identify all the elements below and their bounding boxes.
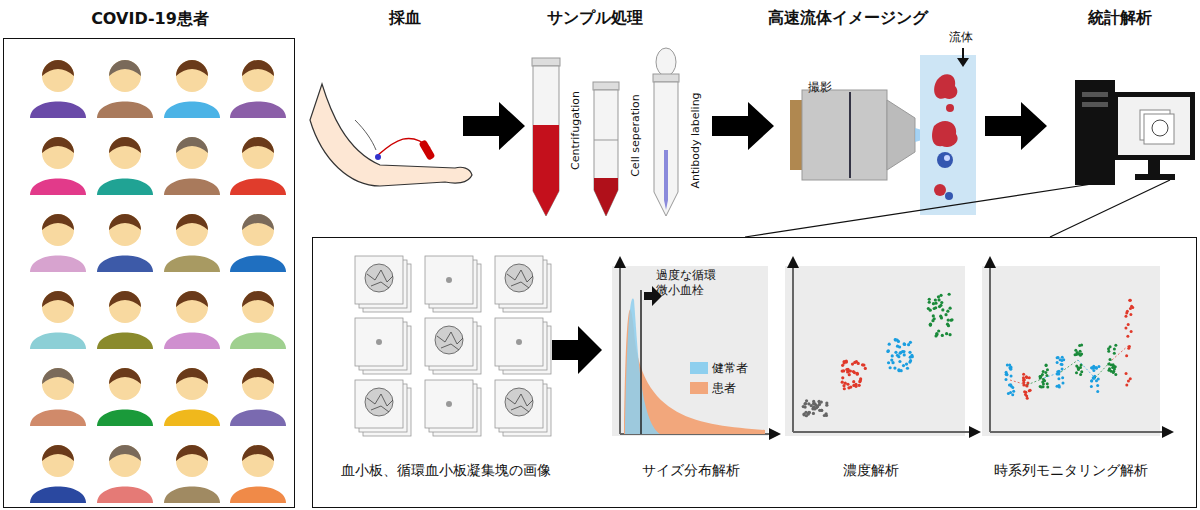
patient-icons: [30, 60, 286, 503]
time-series-chart: [982, 262, 1168, 436]
tube-label: Centrifugation: [568, 91, 581, 170]
arm: [310, 84, 472, 186]
legend-swatch: [690, 382, 708, 394]
analysis-caption: 時系列モニタリング解析: [994, 462, 1148, 480]
patient-panel: COVID-19患者: [3, 38, 295, 508]
stage-heading: 採血: [389, 8, 421, 29]
stage-heading: 統計解析: [1088, 8, 1152, 29]
caption: 流体: [949, 29, 973, 46]
caption: 撮影: [808, 79, 832, 96]
panel-heading: COVID-19患者: [91, 9, 209, 30]
sample-tubes: [532, 48, 679, 216]
chart-note: 過度な循環 微小血栓: [656, 268, 718, 298]
stage-heading: 高速流体イメージング: [768, 8, 928, 29]
computer: [745, 80, 1195, 237]
analysis-caption: 血小板、循環血小板凝集塊の画像: [341, 462, 551, 480]
concentration-chart: [785, 262, 975, 436]
image-grid: [355, 256, 551, 436]
stage-heading: サンプル処理: [547, 8, 643, 29]
tube-label: Cell seperation: [628, 94, 641, 177]
size-chart: [612, 262, 775, 436]
analysis-panel: 血小板、循環血小板凝集塊の画像 サイズ分布解析 濃度解析 時系列モニタリング解析: [312, 237, 1197, 508]
analysis-caption: 濃度解析: [843, 462, 899, 480]
legend-text: 健常者: [712, 360, 748, 377]
tube-label: Antibody labeling: [689, 92, 702, 188]
legend-text: 患者: [712, 380, 736, 397]
microscope: [790, 48, 976, 215]
legend-swatch: [690, 362, 708, 374]
analysis-caption: サイズ分布解析: [642, 462, 740, 480]
